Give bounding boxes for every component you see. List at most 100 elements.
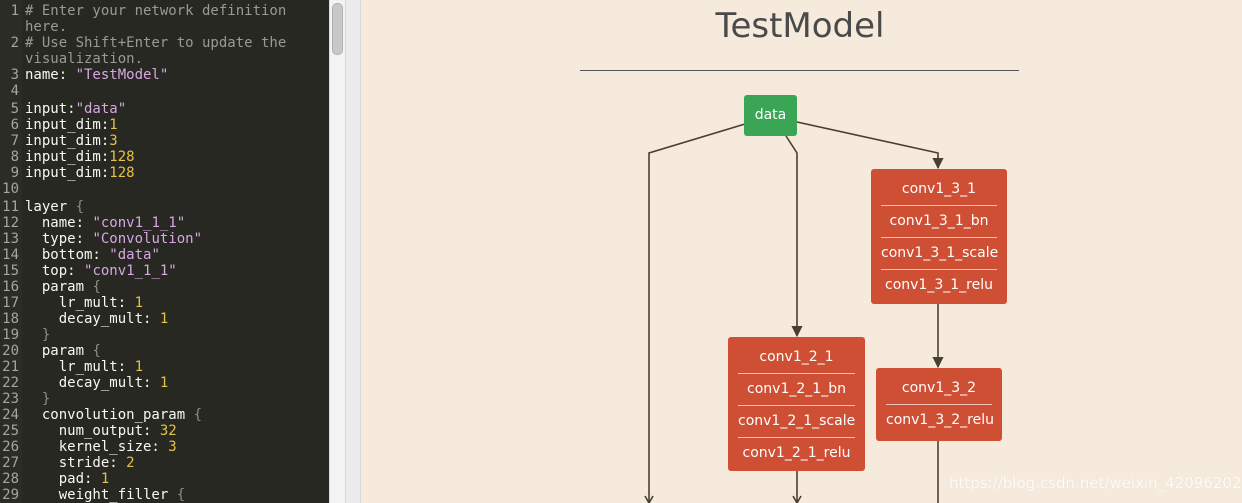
code-line[interactable]: decay_mult: 1 (25, 375, 169, 391)
code-line[interactable]: pad: 1 (25, 471, 110, 487)
line-number: 29 (2, 487, 19, 503)
code-key: decay_mult: (25, 375, 160, 391)
pane-splitter[interactable] (345, 0, 361, 503)
code-line[interactable]: # Use Shift+Enter to update the (25, 35, 287, 51)
line-number: 25 (2, 423, 19, 439)
line-number: 7 (10, 133, 19, 149)
code-key: input_dim: (25, 149, 110, 165)
code-line[interactable]: lr_mult: 1 (25, 359, 143, 375)
code-line[interactable]: here. (25, 19, 68, 35)
code-editor[interactable]: 1 2 3 4 5 6 7 8 9 10 11 12 13 14 15 16 1… (0, 0, 329, 503)
code-number: 128 (109, 165, 135, 181)
node-conv1-3-1-block[interactable]: conv1_3_1 conv1_3_1_bn conv1_3_1_scale c… (871, 169, 1007, 304)
line-number: 13 (2, 231, 19, 247)
code-key: name: (25, 67, 76, 83)
code-key: weight_filler (25, 487, 177, 503)
edge-arrow-left-bottom (644, 495, 654, 503)
code-line[interactable]: name: "TestModel" (25, 67, 168, 83)
code-key: top: (25, 263, 85, 279)
code-key: kernel_size: (25, 439, 169, 455)
line-number: 2 (10, 35, 19, 51)
editor-scrollbar[interactable] (329, 0, 346, 503)
line-number: 9 (10, 165, 19, 181)
code-key: stride: (25, 455, 127, 471)
code-line[interactable]: param { (25, 279, 101, 295)
code-line[interactable]: kernel_size: 3 (25, 439, 177, 455)
node-layer-label: conv1_3_1_bn (881, 205, 997, 237)
code-line[interactable]: input_dim:128 (25, 149, 135, 165)
edge-data-left (648, 123, 746, 503)
edge-arrow-mid-bottom (792, 495, 802, 503)
code-line[interactable]: input:"data" (25, 101, 126, 117)
code-line[interactable]: name: "conv1_1_1" (25, 215, 185, 231)
code-key: bottom: (25, 247, 110, 263)
code-number: 1 (159, 311, 169, 327)
code-string: "conv1_1_1" (92, 215, 186, 231)
code-string: "Convolution" (92, 231, 203, 247)
code-number: 2 (126, 455, 135, 471)
line-number: 6 (10, 117, 19, 133)
code-line[interactable]: type: "Convolution" (25, 231, 202, 247)
scrollbar-thumb[interactable] (332, 3, 343, 55)
line-number: 27 (2, 455, 19, 471)
edge-data-conv1-3 (796, 121, 944, 170)
code-line[interactable]: decay_mult: 1 (25, 311, 169, 327)
code-key: param (25, 279, 93, 295)
code-number: 128 (109, 149, 135, 165)
line-number: 21 (2, 359, 19, 375)
code-key: convolution_param (25, 407, 194, 423)
line-number: 11 (2, 199, 19, 215)
code-line[interactable]: bottom: "data" (25, 247, 160, 263)
code-number: 3 (109, 133, 118, 149)
code-line[interactable]: # Enter your network definition (25, 3, 287, 19)
code-key: num_output: (25, 423, 160, 439)
node-conv1-2-1-block[interactable]: conv1_2_1 conv1_2_1_bn conv1_2_1_scale c… (728, 337, 865, 471)
code-line[interactable]: input_dim:128 (25, 165, 135, 181)
code-brace: { (176, 487, 186, 503)
code-line[interactable]: param { (25, 343, 101, 359)
code-string: "conv1_1_1" (84, 263, 177, 279)
code-key: input: (25, 101, 76, 117)
line-number: 1 (10, 3, 19, 19)
code-line[interactable]: weight_filler { (25, 487, 185, 503)
code-line[interactable]: } (25, 391, 51, 407)
line-number: 8 (10, 149, 19, 165)
code-number: 1 (100, 471, 110, 487)
code-line[interactable]: top: "conv1_1_1" (25, 263, 177, 279)
node-layer-label: conv1_2_1_bn (738, 373, 855, 405)
code-string: "data" (109, 247, 160, 263)
node-layer-label: conv1_2_1_scale (738, 405, 855, 437)
line-number: 12 (2, 215, 19, 231)
line-number: 17 (2, 295, 19, 311)
node-layer-label: conv1_3_1 (901, 181, 977, 197)
code-key: input_dim: (25, 117, 110, 133)
line-number: 5 (10, 101, 19, 117)
node-conv1-3-2-block[interactable]: conv1_3_2 conv1_3_2_relu (876, 368, 1002, 441)
code-line[interactable]: } (25, 327, 51, 343)
line-number: 24 (2, 407, 19, 423)
code-key: lr_mult: (25, 295, 135, 311)
code-line[interactable]: layer { (25, 199, 84, 215)
code-line[interactable]: stride: 2 (25, 455, 135, 471)
code-number: 1 (109, 117, 118, 133)
code-key: input_dim: (25, 133, 110, 149)
code-line[interactable]: convolution_param { (25, 407, 202, 423)
code-line[interactable]: num_output: 32 (25, 423, 177, 439)
code-number: 1 (134, 359, 144, 375)
code-line[interactable]: visualization. (25, 51, 144, 67)
code-line[interactable]: input_dim:3 (25, 133, 118, 149)
line-number: 14 (2, 247, 19, 263)
line-number: 22 (2, 375, 19, 391)
code-key: lr_mult: (25, 359, 135, 375)
code-number: 1 (159, 375, 169, 391)
node-layer-label: conv1_2_1_relu (738, 437, 855, 469)
graph-title: TestModel (715, 6, 885, 46)
code-key: param (25, 343, 93, 359)
code-line[interactable]: input_dim:1 (25, 117, 118, 133)
code-key: layer (25, 199, 76, 215)
line-number: 23 (2, 391, 19, 407)
code-line[interactable]: lr_mult: 1 (25, 295, 143, 311)
node-data[interactable]: data (744, 95, 797, 136)
code-number: 32 (159, 423, 177, 439)
